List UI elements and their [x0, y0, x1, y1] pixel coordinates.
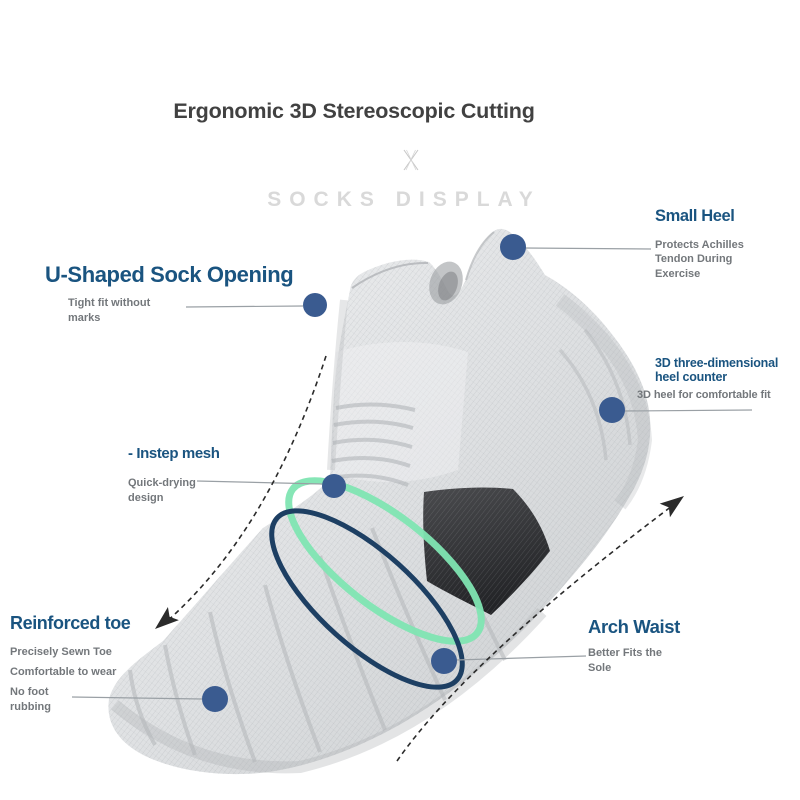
opening-shadow-inner	[438, 271, 458, 301]
girth-ellipse-green	[285, 477, 485, 645]
feature-u-shaped-opening-heading: U-Shaped Sock Opening	[45, 262, 294, 287]
feature-small-heel-heading: Small Heel	[655, 207, 735, 225]
toe-point: Comfortable to wear	[10, 665, 117, 678]
feature-heel-counter: 3D three-dimensional heel counter 3D hee…	[637, 356, 781, 402]
cuff-rim-line	[351, 261, 429, 289]
connector-line-small-heel	[523, 247, 652, 250]
feature-reinforced-toe-points: Precisely Sewn Toe Comfortable to wear N…	[10, 645, 128, 714]
page-subtitle: SOCKS DISPLAY	[267, 188, 541, 211]
marker-dot-instep-mesh	[322, 474, 346, 498]
page-title: Ergonomic 3D Stereoscopic Cutting	[173, 99, 535, 123]
sock-body	[108, 228, 653, 775]
marker-dot-arch-waist	[431, 648, 457, 674]
feature-small-heel-description: Protects Achilles Tendon During Exercise	[655, 238, 744, 280]
ankle-shadow	[327, 299, 348, 471]
heel-cup-contours	[558, 328, 632, 461]
connector-line-u-opening	[185, 305, 304, 308]
heel-shadow	[555, 294, 653, 510]
feature-reinforced-toe-heading: Reinforced toe	[10, 613, 131, 633]
feature-arch-waist-description: Better Fits the Sole	[588, 647, 662, 674]
dashed-arrows	[155, 355, 684, 762]
connector-lines	[71, 247, 753, 700]
dashed-arrow-left	[164, 355, 327, 624]
marker-dot-small-heel	[500, 234, 526, 260]
feature-instep-mesh-heading: - Instep mesh	[128, 445, 220, 462]
feature-instep-mesh: - Instep mesh Quick-drying design	[128, 445, 220, 505]
feature-instep-mesh-description: Quick-drying design	[128, 477, 196, 504]
feature-u-shaped-opening: U-Shaped Sock Opening Tight fit without …	[45, 262, 294, 325]
girth-ellipse-navy	[269, 508, 465, 690]
toe-point: No foot rubbing	[10, 686, 51, 713]
marker-dots	[202, 234, 625, 712]
sock-shading	[111, 231, 653, 774]
arrowhead-right-icon	[659, 496, 684, 518]
marker-dot-heel-counter	[599, 397, 625, 423]
heel-tab-line	[465, 231, 495, 281]
feature-heel-counter-heading: 3D three-dimensional heel counter	[655, 356, 779, 385]
feature-arch-waist: Arch Waist Better Fits the Sole	[588, 616, 680, 675]
arrowhead-left-icon	[155, 607, 179, 629]
feature-reinforced-toe: Reinforced toe Precisely Sewn Toe Comfor…	[10, 613, 131, 720]
connector-line-arch-waist	[455, 655, 587, 661]
feature-heel-counter-description: 3D heel for comfortable fit	[637, 388, 771, 401]
arch-support-band-patch	[423, 487, 550, 615]
dashed-arrow-right	[396, 502, 677, 762]
sole-shadow	[111, 607, 547, 774]
connector-line-heel-counter	[623, 409, 753, 412]
feature-u-shaped-opening-description: Tight fit without marks	[68, 297, 151, 324]
connector-line-instep-mesh	[196, 480, 323, 485]
marker-dot-reinforced-toe	[202, 686, 228, 712]
toe-point: Precisely Sewn Toe	[10, 645, 112, 658]
instep-mesh-panel	[333, 342, 468, 483]
feature-arch-waist-heading: Arch Waist	[588, 616, 680, 637]
marker-dot-u-opening	[303, 293, 327, 317]
feature-small-heel: Small Heel Protects Achilles Tendon Duri…	[655, 207, 751, 281]
connector-line-reinforced-toe	[71, 696, 203, 700]
